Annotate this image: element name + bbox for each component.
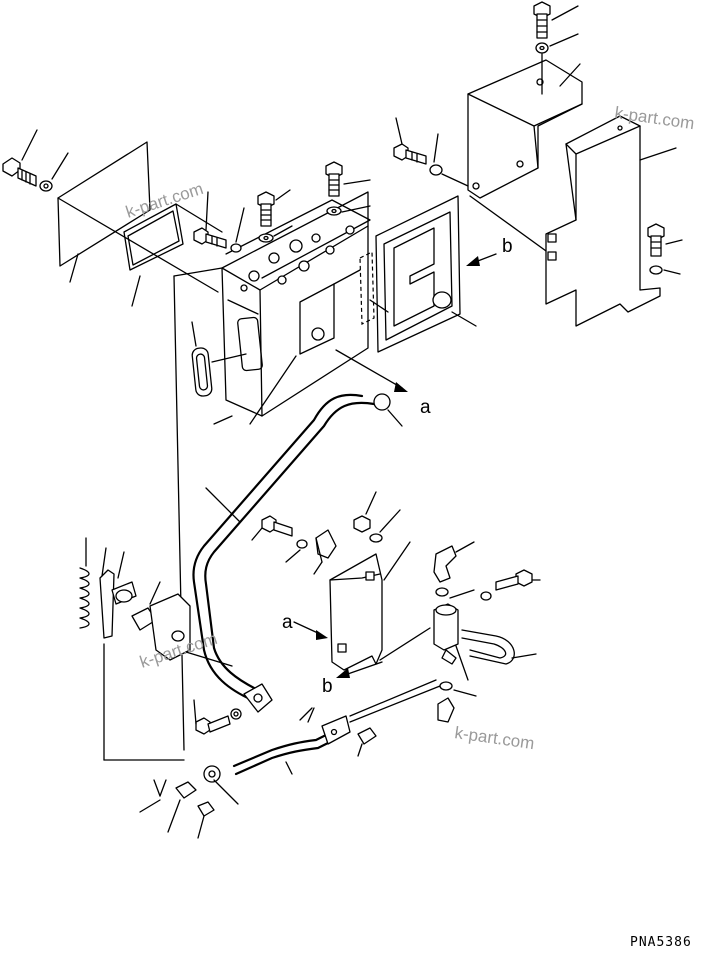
right-side-bolt — [647, 223, 683, 275]
lever-assembly — [99, 547, 233, 761]
control-rod — [232, 679, 441, 776]
right-center-bolt — [480, 569, 541, 601]
callout-a-upper: a — [420, 397, 431, 418]
left-bolt — [2, 129, 69, 192]
arrow-a-lower — [293, 621, 328, 640]
arrow-b-upper — [466, 253, 497, 266]
hose-end-fitting — [243, 683, 273, 713]
mounting-bracket — [329, 541, 431, 671]
leader-box-mid — [249, 355, 297, 425]
right-upper-bracket — [467, 59, 601, 291]
small-bolt-center — [251, 515, 308, 563]
leader-left-plate — [69, 253, 79, 283]
callout-a-lower: a — [282, 612, 293, 633]
clip — [313, 529, 337, 575]
drawing-code: PNA5386 — [630, 935, 692, 950]
nut-center — [353, 491, 401, 543]
valve-block — [433, 541, 477, 723]
callout-b-lower: b — [322, 676, 333, 697]
return-spring — [79, 537, 90, 629]
upper-mid-bolt — [393, 117, 469, 187]
watermark-4: k-part.com — [453, 723, 535, 753]
left-cover-plate — [57, 141, 223, 293]
side-panel-gasket — [375, 195, 461, 353]
grommet — [191, 321, 247, 397]
long-hose — [192, 393, 403, 702]
leader-left-gasket — [131, 275, 141, 307]
lever-bolt — [193, 699, 242, 735]
rod-end-parts — [139, 765, 239, 839]
main-valve-box — [221, 191, 375, 417]
arrow-b-lower — [336, 661, 383, 678]
box-bolts — [193, 161, 371, 253]
right-upper-bolt — [533, 1, 581, 95]
callout-b-upper: b — [502, 236, 513, 257]
long-vertical-link — [173, 275, 185, 751]
u-pipe — [461, 629, 537, 665]
leader-box-left — [213, 415, 233, 425]
right-lower-bracket — [545, 115, 677, 327]
leader-gasket — [369, 299, 389, 313]
box-outline-link — [173, 267, 223, 277]
leader-cap — [451, 311, 477, 327]
arrow-a-upper — [335, 349, 408, 392]
